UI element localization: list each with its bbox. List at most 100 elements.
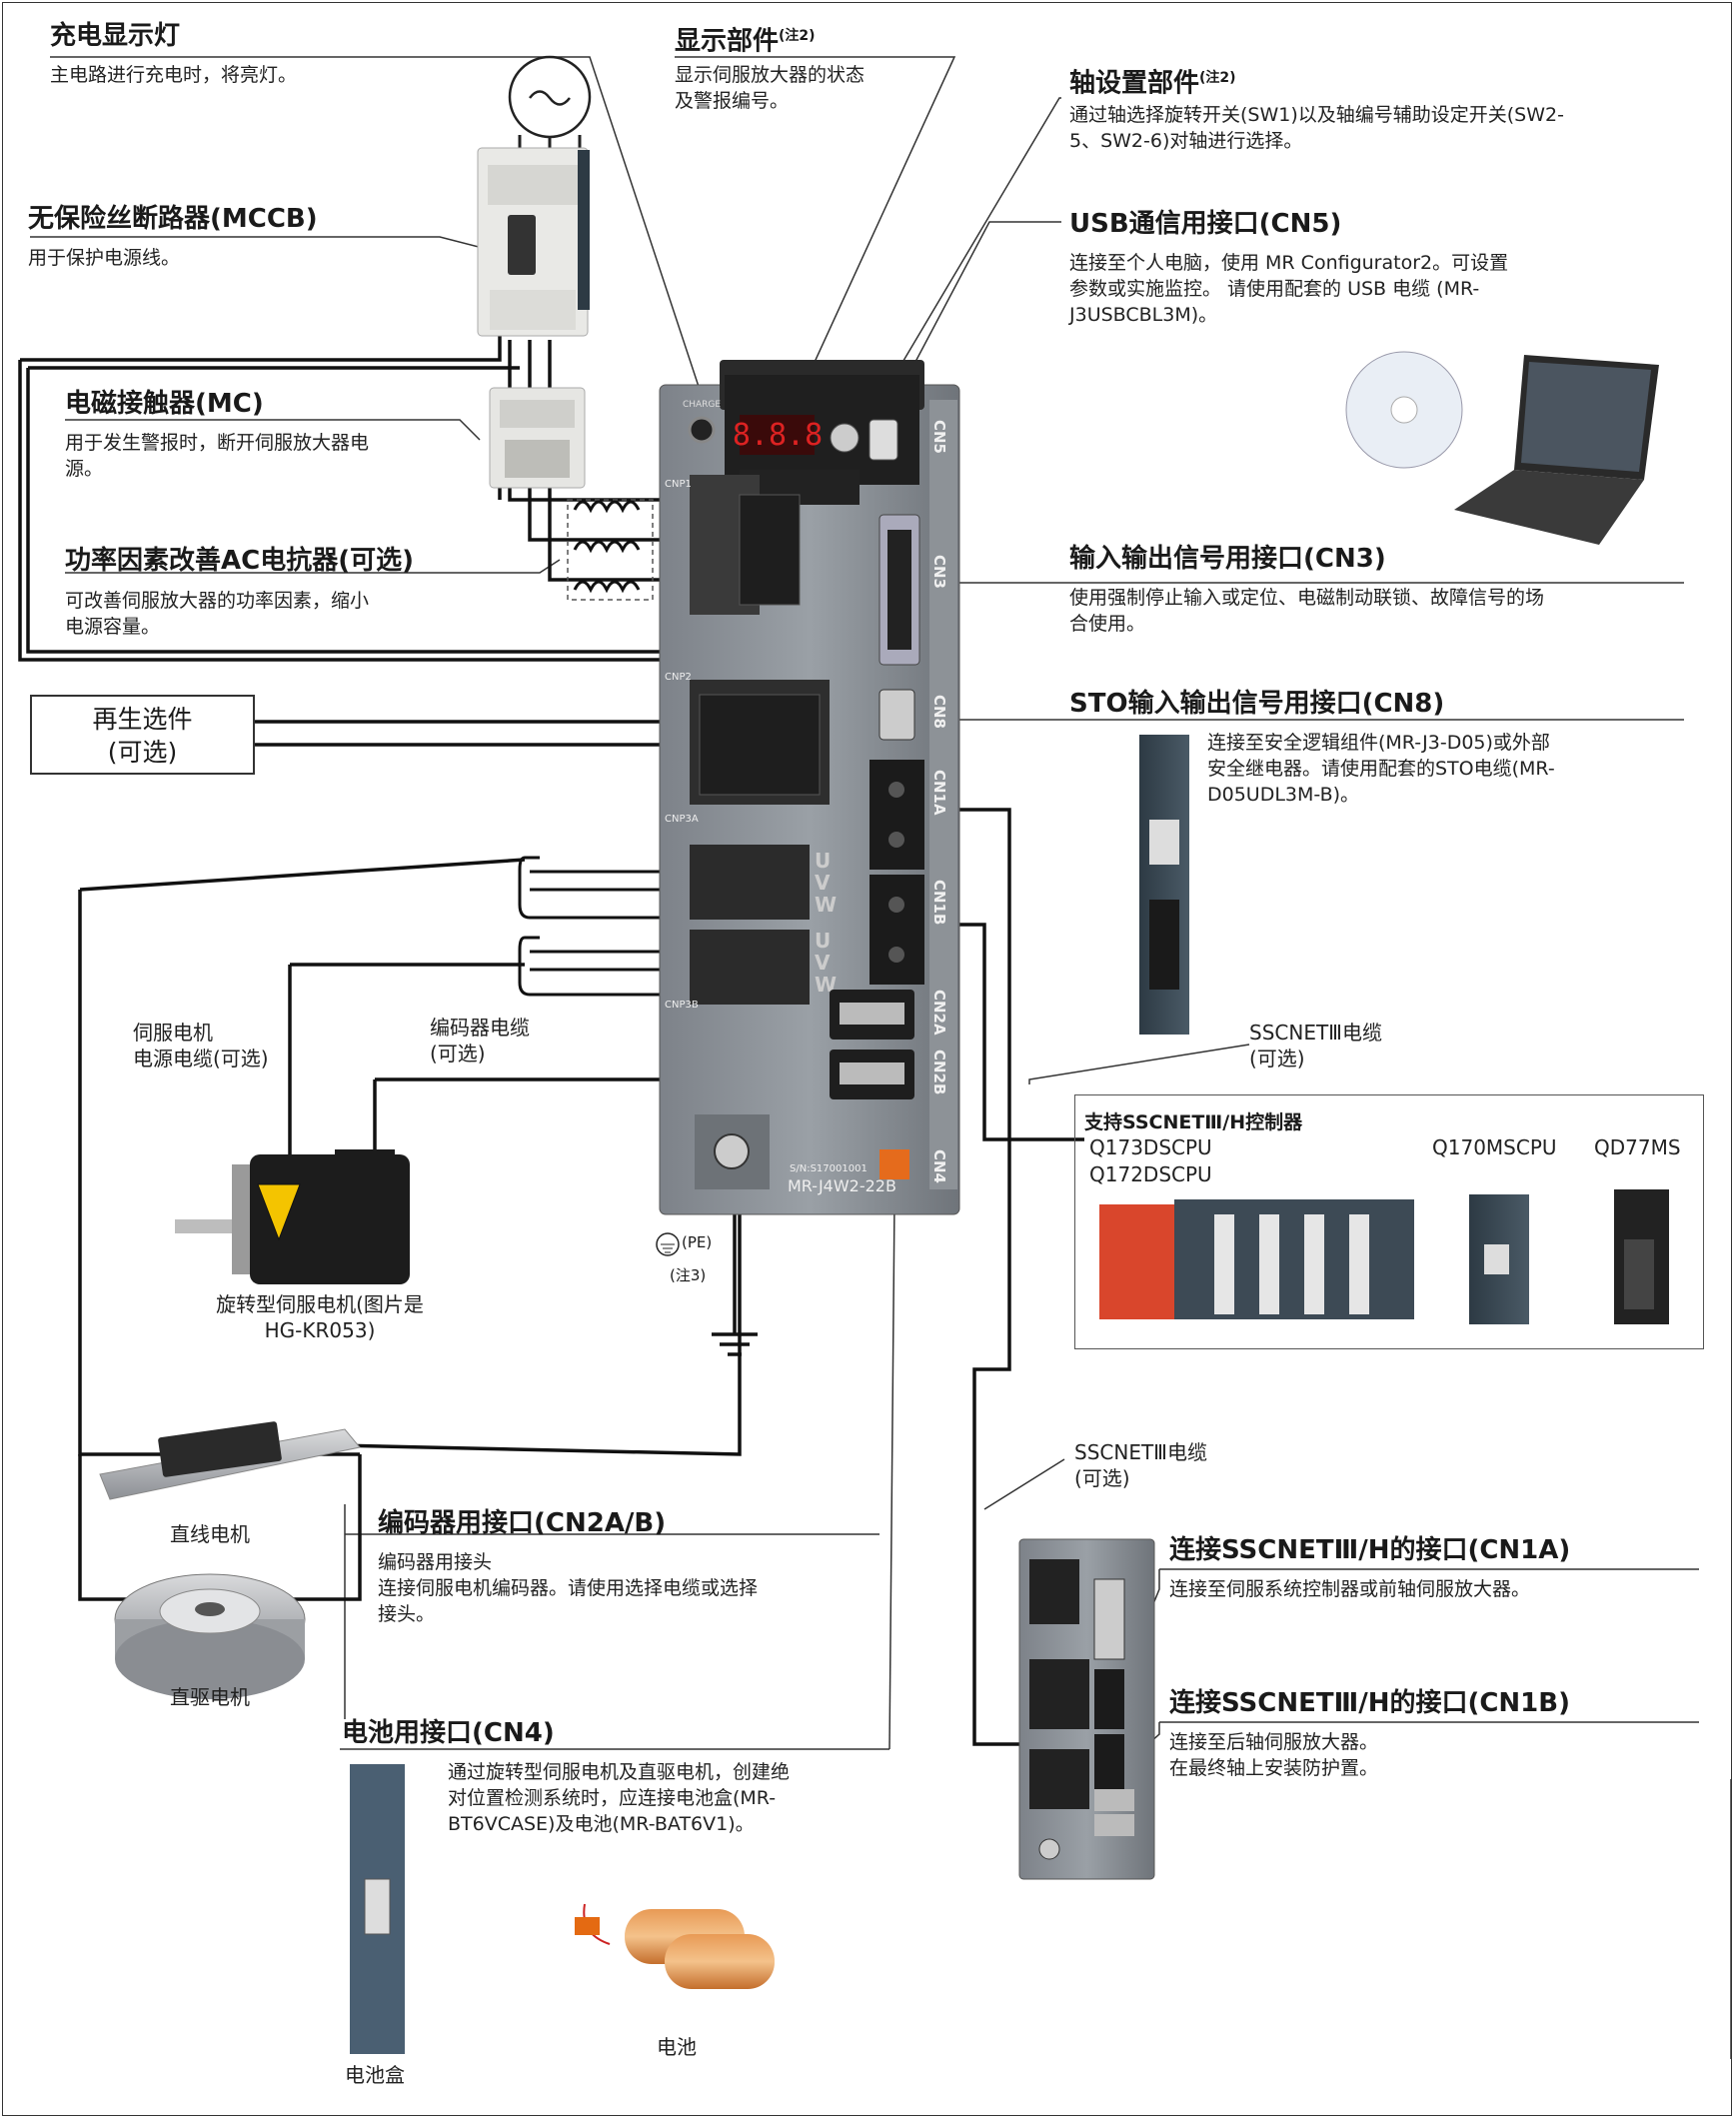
cnp3b-v: V [815, 951, 831, 975]
port-cnp3b-label: CNP3B [665, 1000, 699, 1011]
servo-power-cable-line-1: 伺服电机 [133, 1021, 213, 1045]
port-cn4-label: CN4 [930, 1149, 948, 1183]
cn1b-desc: 连接至后轴伺服放大器。 在最终轴上安装防护置。 [1169, 1729, 1378, 1781]
usb-desc-line-1: 连接至个人电脑，使用 MR Configurator2。可设置 [1069, 252, 1509, 274]
encoder-cable-label: 编码器电缆 (可选) [430, 1015, 530, 1066]
regen-option-box: 再生选件 (可选) [30, 695, 255, 775]
sscnet-cable-1-line-1: SSCNETⅢ电缆 [1249, 1021, 1382, 1045]
mccb-title: 无保险丝断路器(MCCB) [28, 204, 318, 234]
cn1a-title: 连接SSCNETⅢ/H的接口(CN1A) [1169, 1535, 1571, 1565]
display-note: (注2) [779, 28, 816, 44]
port-cn3-label: CN3 [930, 555, 948, 589]
cn2-desc-line-2: 连接伺服电机编码器。请使用选择电缆或选择 [378, 1577, 759, 1599]
battery-box-label: 电池盒 [345, 2063, 405, 2087]
port-cn1b-label: CN1B [930, 880, 948, 925]
pe-label: (PE) [682, 1233, 713, 1251]
port-cn5-label: CN5 [930, 420, 948, 454]
servo-amplifier: 8.8.8 CHARGE U V W U V W [659, 360, 960, 1215]
cn1b-title: 连接SSCNETⅢ/H的接口(CN1B) [1169, 1688, 1570, 1718]
ac-reactor [567, 499, 654, 601]
display-desc-line-2: 及警报编号。 [675, 90, 790, 112]
cnp3b-u: U [815, 929, 831, 953]
cn8-desc-line-1: 连接至安全逻辑组件(MR-J3-D05)或外部 [1207, 732, 1550, 754]
sscnet-cable-2-line-1: SSCNETⅢ电缆 [1074, 1440, 1207, 1464]
sscnet-cable-label-1: SSCNETⅢ电缆 (可选) [1249, 1020, 1382, 1071]
cn8-desc-line-2: 安全继电器。请使用配套的STO电缆(MR- [1207, 758, 1555, 780]
display-desc-line-1: 显示伺服放大器的状态 [675, 64, 866, 86]
amp-serial: S/N:S17001001 [790, 1163, 868, 1174]
cnp3a-u: U [815, 849, 831, 873]
cn3-desc-line-1: 使用强制停止输入或定位、电磁制动联锁、故障信号的场 [1069, 587, 1545, 609]
reactor-desc-line-2: 电源容量。 [65, 616, 161, 638]
port-cn2a-label: CN2A [930, 990, 948, 1036]
controller-box [1074, 1094, 1704, 1349]
axis-setting-note: (注2) [1199, 70, 1236, 86]
reactor-desc-line-1: 可改善伺服放大器的功率因素，缩小 [65, 590, 370, 612]
pc-software-image [1345, 351, 1659, 545]
axis-setting-title: 轴设置部件(注2) [1069, 62, 1236, 100]
axis-setting-desc-line-1: 通过轴选择旋转开关(SW1)以及轴编号辅助设定开关(SW2- [1069, 104, 1564, 126]
cn3-title: 输入输出信号用接口(CN3) [1069, 544, 1386, 574]
rotary-servo-motor-image [175, 1149, 410, 1284]
reactor-title: 功率因素改善AC电抗器(可选) [65, 546, 414, 576]
display-title: 显示部件(注2) [675, 20, 816, 58]
dd-motor-label: 直驱电机 [170, 1685, 250, 1709]
usb-cn5-title: USB通信用接口(CN5) [1069, 209, 1342, 239]
ac-supply-symbol [508, 55, 592, 150]
mccb-device [477, 147, 590, 337]
mc-desc: 用于发生警报时，断开伺服放大器电 源。 [65, 430, 369, 482]
cn4-title: 电池用接口(CN4) [342, 1718, 555, 1748]
linear-motor-label: 直线电机 [170, 1522, 250, 1546]
battery-label: 电池 [657, 2035, 697, 2059]
controller-q173: Q173DSCPU [1089, 1135, 1212, 1159]
cn4-desc-line-1: 通过旋转型伺服电机及直驱电机，创建绝 [448, 1761, 791, 1783]
charge-lamp-desc: 主电路进行充电时，将亮灯。 [50, 64, 298, 86]
cnp3a-v: V [815, 871, 831, 895]
controller-qd77: QD77MS [1594, 1135, 1681, 1159]
usb-desc-line-3: J3USBCBL3M)。 [1069, 304, 1218, 326]
display-desc: 显示伺服放大器的状态 及警报编号。 [675, 62, 865, 114]
sscnet-cable-1-line-2: (可选) [1249, 1047, 1305, 1070]
cn8-title: STO输入输出信号用接口(CN8) [1069, 689, 1445, 719]
port-cnp3a-label: CNP3A [665, 814, 699, 825]
mc-title: 电磁接触器(MC) [65, 389, 264, 419]
cn1b-desc-line-1: 连接至后轴伺服放大器。 [1169, 1731, 1379, 1753]
cn1a-desc: 连接至伺服系统控制器或前轴伺服放大器。 [1169, 1578, 1531, 1600]
cn3-desc-line-2: 合使用。 [1069, 613, 1146, 635]
port-cnp1-label: CNP1 [665, 479, 692, 490]
next-axis-amplifier-image [1018, 1538, 1155, 1880]
regen-line-2: (可选) [107, 738, 178, 767]
cn2-desc-line-3: 接头。 [378, 1603, 436, 1625]
sscnet-cable-2-line-2: (可选) [1074, 1466, 1130, 1490]
encoder-cable-line-1: 编码器电缆 [430, 1016, 530, 1040]
battery-box-image [350, 1764, 405, 2054]
amp-charge-text: CHARGE [683, 400, 721, 410]
pe-ground-icon [656, 1232, 680, 1256]
cn8-desc-line-3: D05UDL3M-B)。 [1207, 784, 1360, 806]
cn2-desc-line-1: 编码器用接头 [378, 1551, 493, 1573]
charge-lamp-title: 充电显示灯 [50, 21, 181, 51]
cn8-desc: 连接至安全逻辑组件(MR-J3-D05)或外部 安全继电器。请使用配套的STO电… [1207, 730, 1555, 808]
port-cn1a-label: CN1A [930, 770, 948, 816]
cn2-title: 编码器用接口(CN2A/B) [378, 1508, 667, 1538]
amp-model: MR-J4W2-22B [788, 1176, 896, 1195]
sscnet-cable-label-2: SSCNETⅢ电缆 (可选) [1074, 1439, 1207, 1491]
cn4-desc-line-2: 对位置检测系统时，应连接电池盒(MR- [448, 1787, 777, 1809]
regen-line-1: 再生选件 [92, 705, 193, 734]
servo-power-cable-label: 伺服电机 电源电缆(可选) [133, 1020, 269, 1071]
port-cnp2-label: CNP2 [665, 672, 692, 683]
mc-desc-line-2: 源。 [65, 458, 104, 480]
axis-setting-desc-line-2: 5、SW2-6)对轴进行选择。 [1069, 130, 1303, 152]
pe-note: (注3) [670, 1266, 707, 1284]
mc-desc-line-1: 用于发生警报时，断开伺服放大器电 [65, 432, 370, 454]
usb-desc-line-2: 参数或实施监控。 请使用配套的 USB 电缆 (MR- [1069, 278, 1480, 300]
cn4-desc: 通过旋转型伺服电机及直驱电机，创建绝 对位置检测系统时，应连接电池盒(MR- B… [448, 1759, 790, 1837]
safety-logic-unit-image [1139, 735, 1189, 1035]
cn2-desc: 编码器用接头 连接伺服电机编码器。请使用选择电缆或选择 接头。 [378, 1549, 758, 1627]
usb-cn5-desc: 连接至个人电脑，使用 MR Configurator2。可设置 参数或实施监控。… [1069, 250, 1508, 328]
port-cn2b-label: CN2B [930, 1050, 948, 1094]
encoder-cable-line-2: (可选) [430, 1042, 486, 1065]
linear-motor-image [99, 1421, 361, 1500]
